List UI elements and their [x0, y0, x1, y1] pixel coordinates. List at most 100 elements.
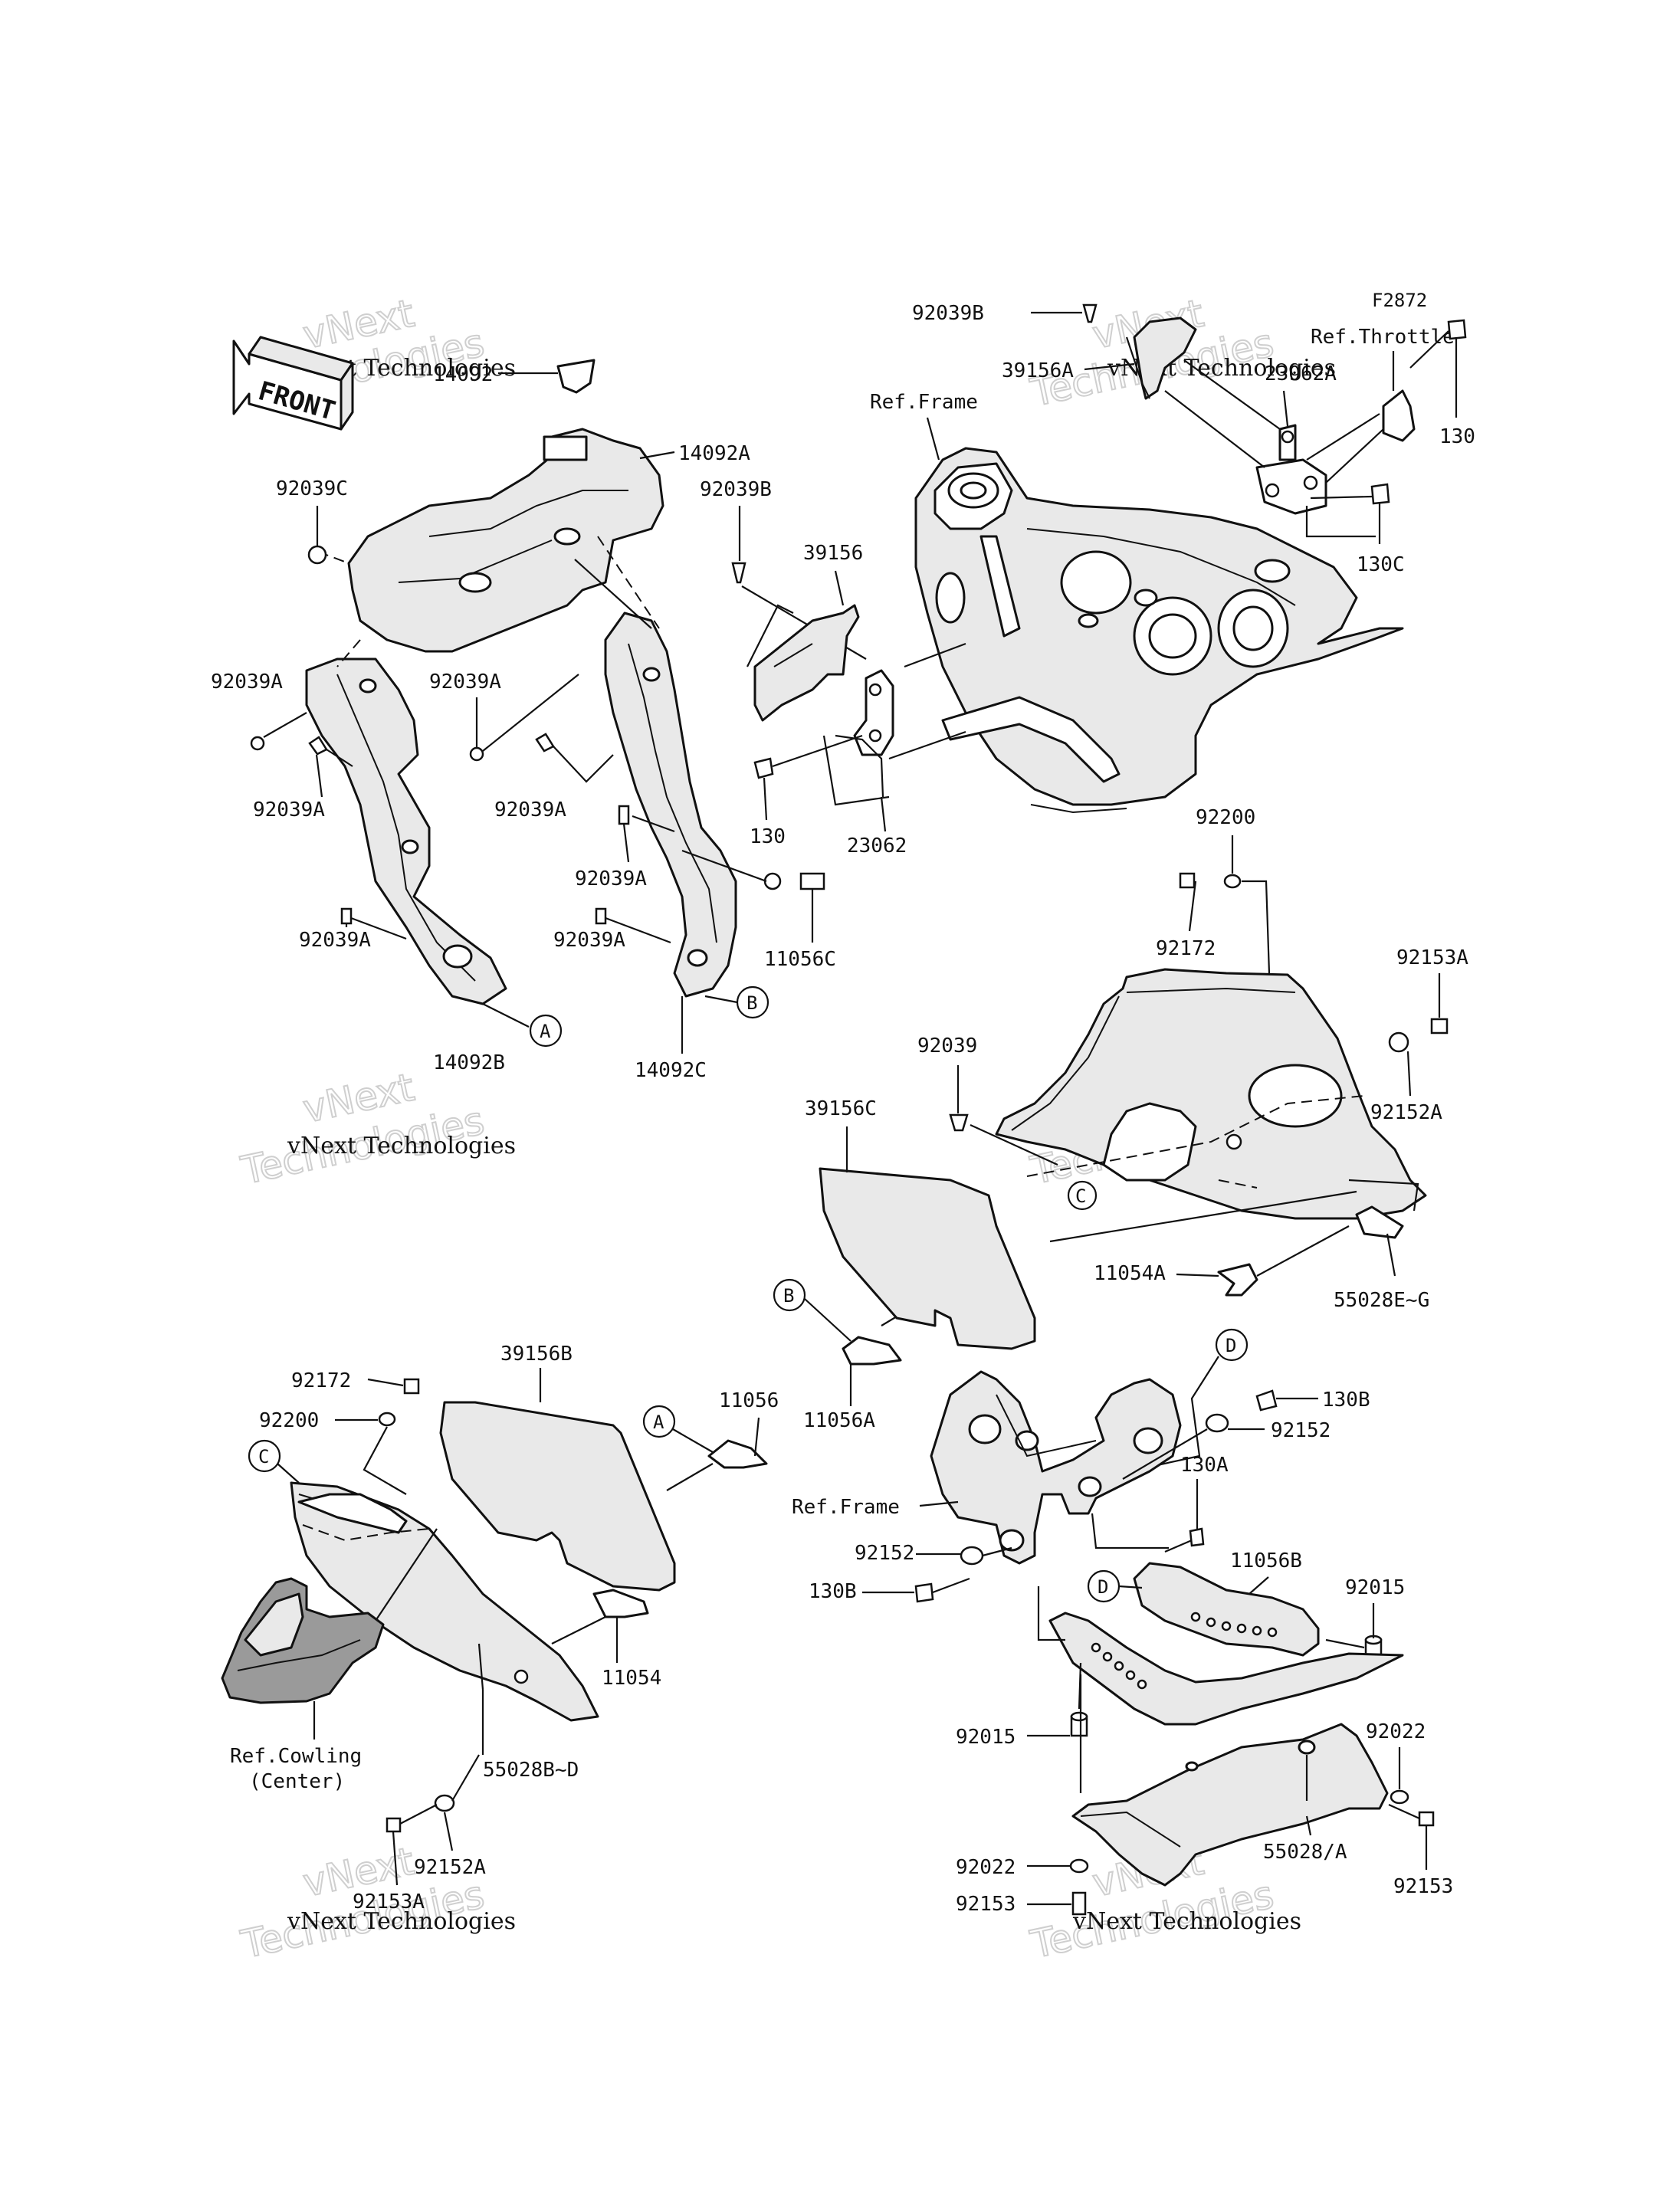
svg-text:92039B: 92039B [912, 302, 984, 325]
svg-text:92039B: 92039B [700, 478, 772, 501]
svg-text:14092C: 14092C [635, 1059, 707, 1082]
part-92039C: 92039C [276, 477, 348, 565]
svg-text:39156: 39156 [803, 542, 863, 565]
svg-text:92152A: 92152A [1370, 1101, 1442, 1124]
svg-text:D: D [1098, 1576, 1108, 1598]
ref-frame-tank: Ref.Frame [870, 391, 1404, 814]
part-11056A: B 11056A [773, 1278, 902, 1432]
svg-text:11056C: 11056C [764, 948, 836, 971]
part-92039: 92039 C [917, 1035, 1098, 1211]
svg-text:11056A: 11056A [803, 1409, 875, 1432]
svg-text:92039C: 92039C [276, 477, 348, 500]
part-14092: 14092 [433, 359, 596, 394]
svg-text:Ref.Throttle: Ref.Throttle [1311, 326, 1455, 349]
part-14092C: 14092C [574, 559, 737, 1082]
svg-text:Ref.Frame: Ref.Frame [792, 1496, 900, 1519]
svg-text:92153A: 92153A [353, 1890, 425, 1913]
svg-text:D: D [1226, 1335, 1236, 1356]
svg-text:A: A [653, 1412, 664, 1433]
part-92153A-top: 92153A [1396, 946, 1468, 1035]
part-23062A: 23062A [1164, 359, 1337, 515]
svg-text:92152A: 92152A [414, 1856, 486, 1879]
part-ref-throttle: F2872 Ref.Throttle [1306, 290, 1455, 484]
svg-text:130B: 130B [1322, 1389, 1370, 1412]
svg-text:14092B: 14092B [433, 1051, 505, 1074]
svg-text:23062A: 23062A [1265, 362, 1337, 385]
svg-text:92172: 92172 [291, 1369, 351, 1392]
part-55028EG [995, 968, 1427, 1243]
svg-text:130: 130 [750, 825, 786, 848]
svg-text:130B: 130B [809, 1580, 857, 1603]
svg-text:92039A: 92039A [253, 798, 325, 821]
part-92200-92172-top: 92200 92172 [1156, 806, 1271, 974]
svg-text:11056: 11056 [719, 1389, 779, 1412]
svg-text:(Center): (Center) [249, 1770, 345, 1793]
svg-text:130C: 130C [1357, 553, 1405, 576]
svg-text:92153: 92153 [1393, 1875, 1453, 1898]
svg-text:92039A: 92039A [299, 929, 371, 952]
svg-text:14092A: 14092A [678, 442, 750, 465]
part-92172-92200-bottom: 92172 92200 [259, 1369, 420, 1495]
svg-text:92153: 92153 [956, 1893, 1016, 1916]
svg-text:92015: 92015 [1345, 1576, 1405, 1599]
part-39156C: 39156C [805, 1097, 1036, 1350]
svg-text:vNext Technologies: vNext Technologies [287, 1908, 516, 1935]
svg-text:92039A: 92039A [494, 798, 566, 821]
part-23062: 23062 [822, 669, 907, 857]
svg-text:92039: 92039 [917, 1035, 977, 1058]
part-92039B-top: 92039B [912, 302, 1098, 325]
svg-text:130A: 130A [1180, 1454, 1229, 1477]
svg-text:C: C [1075, 1185, 1086, 1207]
svg-text:92039A: 92039A [429, 671, 501, 694]
svg-text:39156A: 39156A [1002, 359, 1074, 382]
part-92153-left: 92153 [956, 1891, 1087, 1916]
svg-text:B: B [746, 992, 757, 1014]
part-11056: A 11056 [642, 1389, 779, 1491]
part-130A: 130A [1091, 1454, 1229, 1553]
part-92022-right: 92022 [1366, 1720, 1426, 1805]
svg-text:39156B: 39156B [500, 1343, 573, 1366]
svg-text:92172: 92172 [1156, 937, 1216, 960]
svg-text:11054A: 11054A [1094, 1262, 1166, 1285]
svg-text:92022: 92022 [1366, 1720, 1426, 1743]
svg-text:92022: 92022 [956, 1856, 1016, 1879]
part-92039A-screws: 92039A 92039A 92039A 92039A 92039A 92039… [211, 671, 782, 952]
svg-text:92200: 92200 [1196, 806, 1255, 829]
svg-text:11056B: 11056B [1230, 1549, 1302, 1572]
part-92152-bottom: 92152 [855, 1542, 1012, 1566]
part-11056B: 11056B D [1087, 1549, 1320, 1657]
svg-text:14092: 14092 [433, 363, 493, 386]
svg-text:39156C: 39156C [805, 1097, 877, 1120]
part-11056C: 11056C [764, 872, 836, 971]
part-39156B: 39156B [439, 1343, 676, 1592]
part-92152A-top: 92152A [1370, 1031, 1442, 1124]
svg-text:55028B~D: 55028B~D [483, 1759, 579, 1782]
ref-cowling-center: Ref.Cowling (Center) [221, 1577, 385, 1793]
svg-text:23062: 23062 [847, 835, 907, 857]
part-11054: 11054 [551, 1589, 661, 1690]
part-55028A-bracket [1037, 1586, 1404, 1726]
part-92152-top: 92152 [1122, 1413, 1331, 1480]
callout-B-top: B [704, 985, 769, 1019]
ref-frame-lower: Ref.Frame [792, 1370, 1182, 1565]
part-130C: 130C [1305, 483, 1405, 576]
svg-text:92039A: 92039A [553, 929, 625, 952]
svg-text:Ref.Frame: Ref.Frame [870, 391, 978, 414]
part-92153A-bottom: 92153A [353, 1804, 438, 1913]
svg-text:92015: 92015 [956, 1726, 1016, 1749]
svg-text:55028E~G: 55028E~G [1334, 1289, 1429, 1312]
part-55028EG-label: 55028E~G [1334, 1205, 1429, 1312]
part-55028A: 55028/A [1071, 1674, 1389, 1887]
part-92022-left: 92022 [956, 1856, 1089, 1879]
part-130-right: 130 [1409, 319, 1475, 448]
svg-text:130: 130 [1439, 425, 1475, 448]
svg-text:B: B [783, 1285, 794, 1307]
svg-text:A: A [540, 1021, 551, 1042]
svg-text:92039A: 92039A [211, 671, 283, 694]
part-130B-top: 130B [1255, 1389, 1370, 1412]
svg-text:vNext Technologies: vNext Technologies [287, 1133, 516, 1159]
svg-text:vNext Technologies: vNext Technologies [1072, 1908, 1301, 1935]
svg-text:92039A: 92039A [575, 867, 647, 890]
svg-text:Ref.Cowling: Ref.Cowling [230, 1745, 362, 1768]
